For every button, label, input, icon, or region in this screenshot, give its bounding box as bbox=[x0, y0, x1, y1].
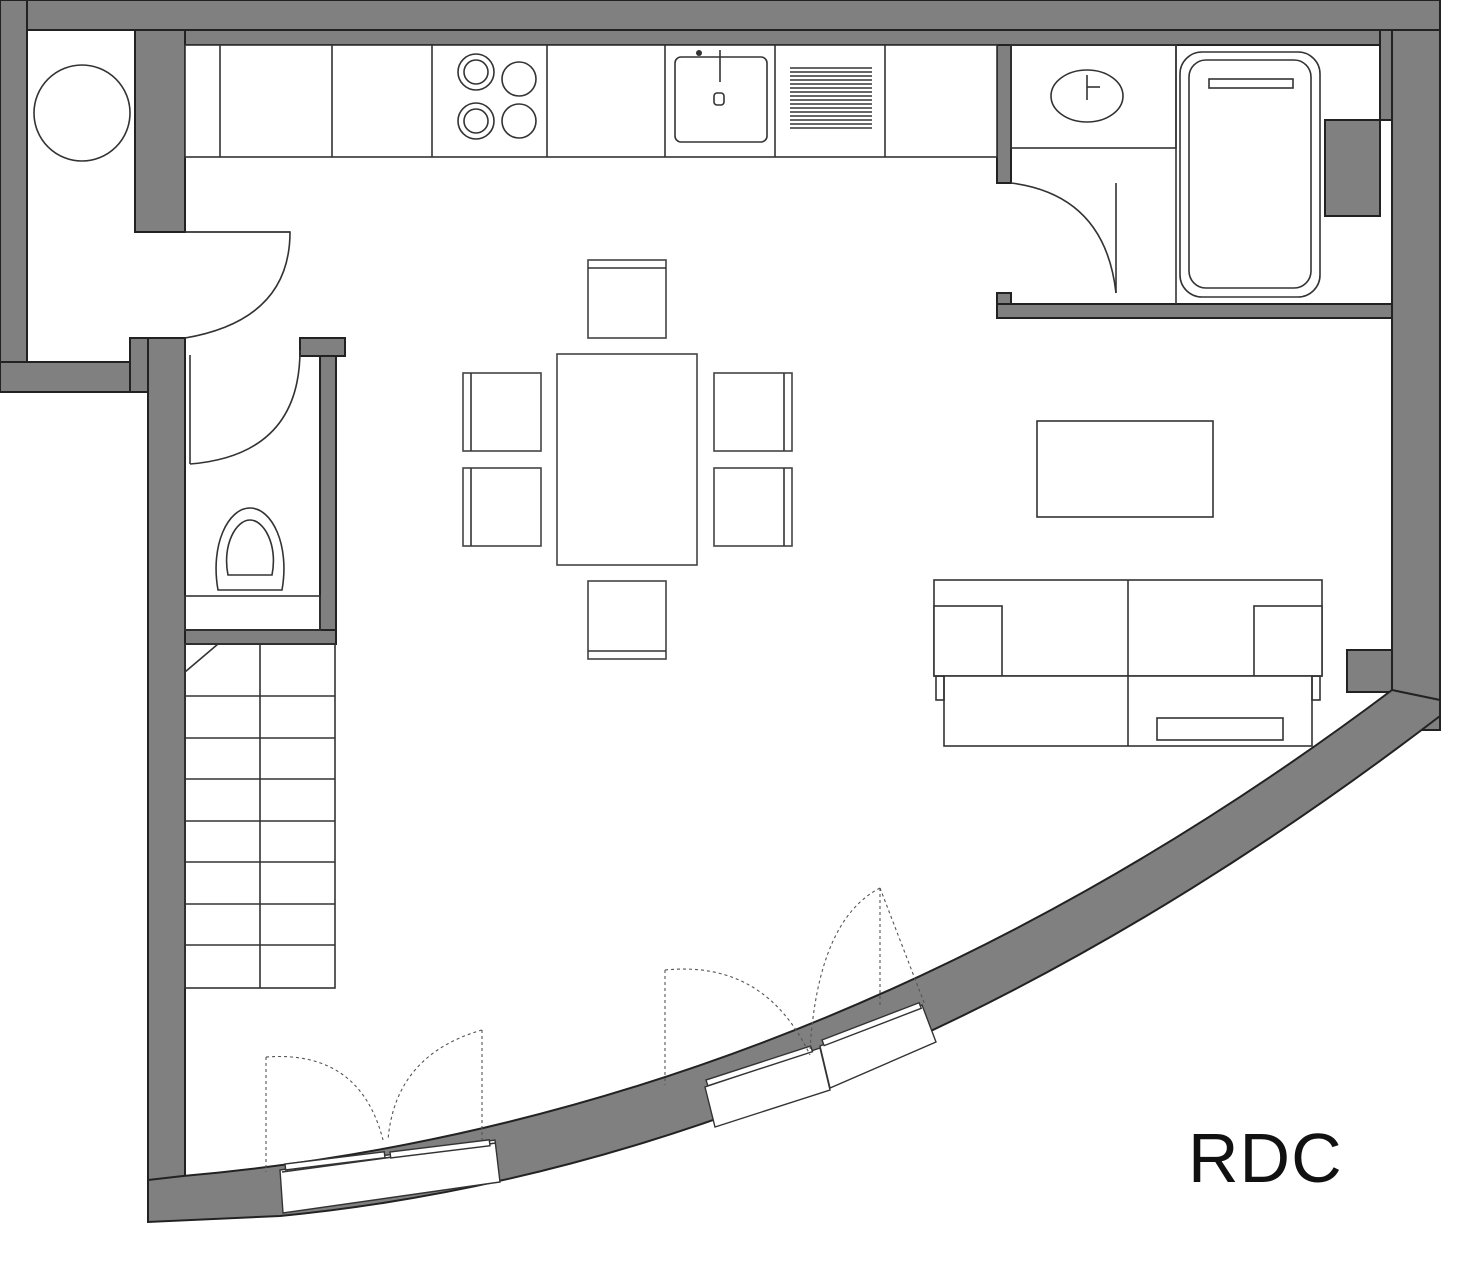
dining-chair bbox=[713, 372, 793, 452]
living-room bbox=[933, 420, 1323, 747]
wall-wc-bottom bbox=[184, 629, 337, 645]
wall-wc-right bbox=[319, 337, 337, 645]
french-door-left bbox=[265, 1029, 501, 1214]
wall-closet-upper bbox=[134, 29, 186, 233]
wall-right-main bbox=[1391, 29, 1441, 731]
wall-left-outer bbox=[0, 0, 28, 393]
wall-bath-bottom bbox=[996, 303, 1393, 319]
wall-top-main bbox=[0, 0, 1441, 31]
sofa bbox=[933, 579, 1323, 747]
dining-chair bbox=[587, 259, 667, 339]
wall-wc-cap bbox=[299, 337, 346, 357]
kitchen-counter bbox=[184, 44, 998, 158]
wall-curved bbox=[147, 688, 1441, 1224]
closet bbox=[33, 64, 291, 339]
walls bbox=[0, 0, 1441, 1224]
stair-break-line bbox=[184, 643, 219, 673]
dining-table bbox=[556, 353, 698, 566]
cooktop bbox=[457, 53, 537, 140]
wc-bench bbox=[184, 595, 321, 631]
wall-right-notch bbox=[1324, 119, 1381, 217]
dining-set bbox=[462, 259, 793, 660]
washbasin bbox=[1050, 69, 1124, 123]
bathtub bbox=[1179, 51, 1321, 298]
dining-chair bbox=[462, 372, 542, 452]
closet-door-arc bbox=[184, 231, 291, 339]
bathroom bbox=[1010, 44, 1321, 304]
staircase bbox=[184, 643, 336, 989]
french-door-right bbox=[809, 887, 937, 1089]
washing-machine bbox=[33, 64, 131, 162]
dish-drainer bbox=[790, 67, 872, 129]
wall-bath-left-top bbox=[996, 44, 1012, 184]
floor-label: RDC bbox=[1188, 1119, 1343, 1197]
french-door-middle bbox=[664, 968, 831, 1128]
wall-top-kitchen bbox=[134, 29, 1381, 46]
wall-left-main bbox=[147, 337, 186, 1221]
bathroom-door-arc bbox=[1010, 182, 1117, 294]
kitchen bbox=[184, 44, 998, 158]
vanity bbox=[1010, 44, 1177, 149]
wc-door-arc bbox=[189, 349, 301, 465]
wc bbox=[184, 349, 321, 631]
dining-chair bbox=[713, 467, 793, 547]
dining-chair bbox=[462, 467, 542, 547]
wall-right-pillar bbox=[1346, 649, 1393, 693]
toilet bbox=[215, 507, 285, 591]
kitchen-sink bbox=[674, 50, 768, 143]
dining-chair bbox=[587, 580, 667, 660]
coffee-table bbox=[1036, 420, 1214, 518]
